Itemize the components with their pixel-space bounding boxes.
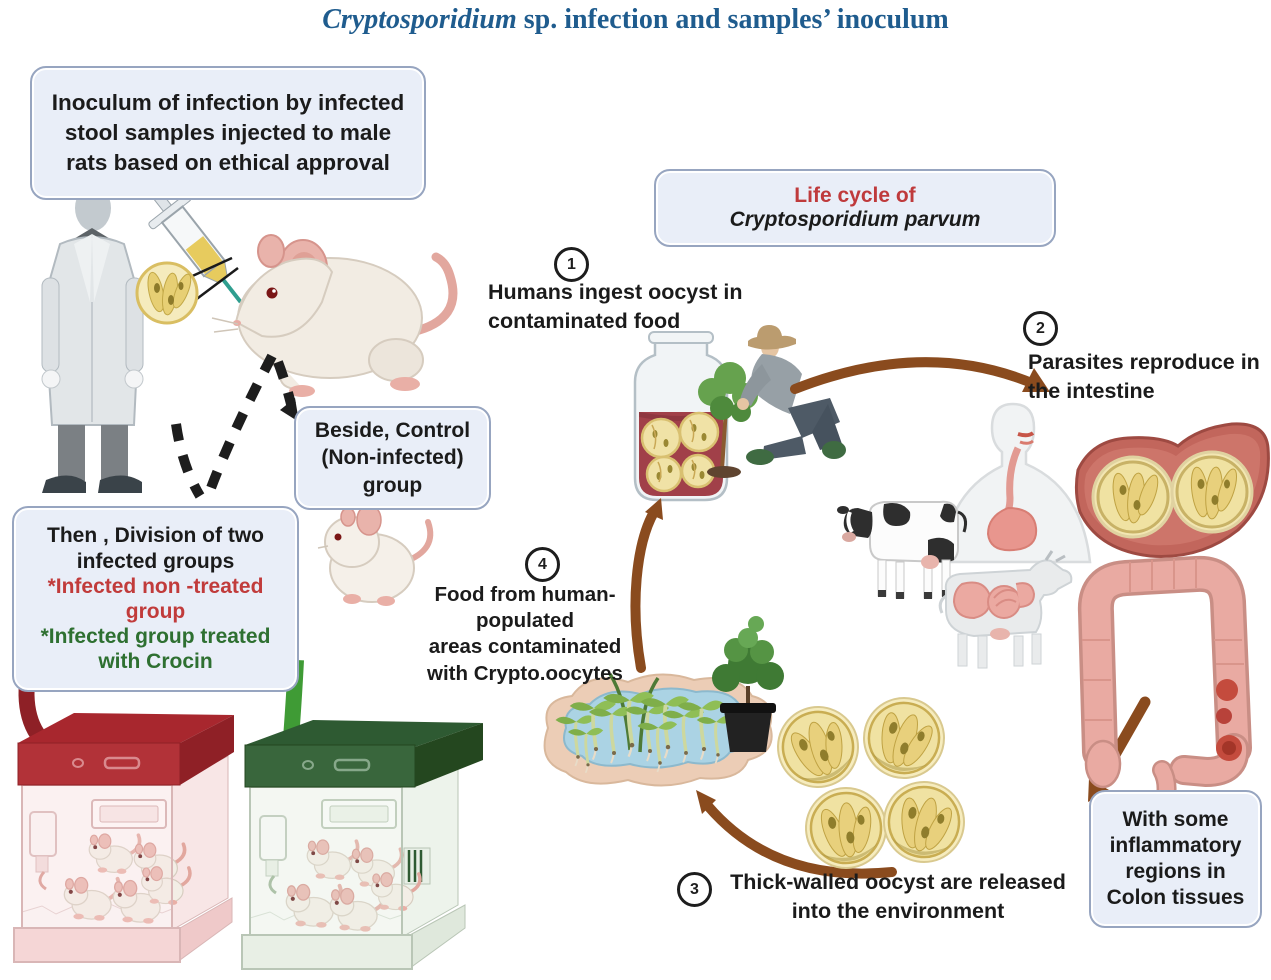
- division-groups-box: Then , Division of two infected groups *…: [12, 506, 299, 692]
- farmer-planting: [698, 325, 846, 478]
- division-group-untreated: *Infected non -treated group: [47, 574, 264, 623]
- step-3-label: Thick-walled oocyst are released into th…: [730, 870, 1066, 924]
- released-oocysts: [765, 687, 972, 875]
- human-digestive-figure: [940, 402, 1092, 564]
- holstein-cow: [837, 500, 967, 599]
- sprouts-water-area: [543, 673, 773, 787]
- control-group-box: Beside, Control (Non-infected) group: [294, 406, 491, 510]
- scientist-figure: [41, 185, 144, 493]
- step-4-label: Food from human- populated areas contami…: [427, 583, 623, 685]
- step-2-label: Parasites reproduce in the intestine: [1028, 350, 1260, 404]
- cow-digestive-figure: [938, 550, 1073, 669]
- oocyst-inoculum: [135, 256, 239, 325]
- life-cycle-title-box: Life cycle of Cryptosporidium parvum: [654, 169, 1056, 247]
- title-regular: sp. infection and samples’ inoculum: [516, 4, 949, 35]
- intestinal-tissue-oocysts: [1074, 422, 1270, 558]
- step-1-badge: 1: [554, 247, 589, 282]
- control-mouse: [317, 504, 434, 606]
- step-3-badge: 3: [677, 872, 712, 907]
- red-cage-infected-untreated: [13, 713, 234, 963]
- transfer-dashed-arrow: [171, 353, 296, 499]
- step-2-badge: 2: [1023, 311, 1058, 346]
- page-title: Cryptosporidium sp. infection and sample…: [0, 4, 1271, 36]
- division-heading: Then , Division of two infected groups: [47, 524, 264, 573]
- colon-figure: [1077, 555, 1252, 816]
- step-1-label: Humans ingest oocyst in contaminated foo…: [488, 280, 743, 334]
- colon-inflammation-box: With some inflammatory regions in Colon …: [1089, 790, 1262, 928]
- life-cycle-title-line1: Life cycle of: [794, 184, 916, 207]
- inoculum-info-box: Inoculum of infection by infected stool …: [30, 66, 426, 200]
- division-group-crocin: *Infected group treated with Crocin: [40, 625, 271, 674]
- life-cycle-title-line2: Cryptosporidium parvum: [729, 208, 981, 231]
- cycle-arrows: [630, 357, 1151, 879]
- rat-injected: [211, 234, 458, 397]
- green-cage-crocin-treated: [241, 720, 483, 970]
- title-italic: Cryptosporidium: [322, 4, 517, 35]
- step-4-badge: 4: [525, 547, 560, 582]
- potted-plant: [712, 616, 784, 752]
